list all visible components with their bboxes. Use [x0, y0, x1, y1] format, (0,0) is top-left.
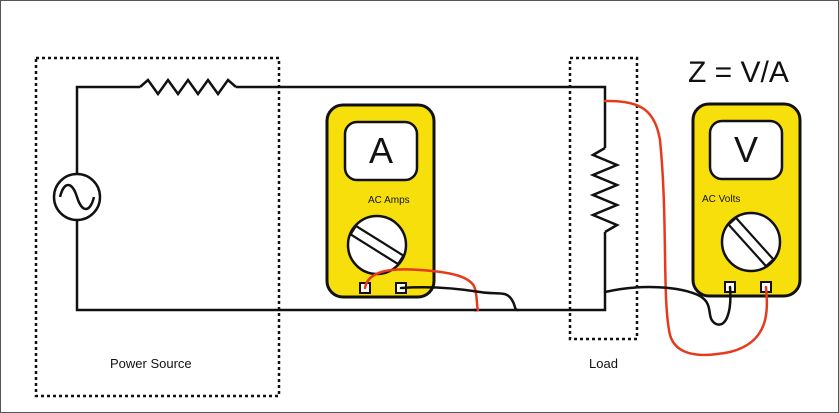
source-resistor	[139, 77, 237, 97]
ammeter-dial-label: AC Amps	[368, 195, 410, 206]
power-source-label: Power Source	[110, 356, 192, 371]
voltmeter-display-text: V	[734, 129, 758, 170]
ammeter-red-lead	[363, 268, 480, 312]
load-resistor	[589, 146, 621, 234]
voltmeter-dial-label: AC Volts	[702, 194, 740, 205]
voltmeter-display	[708, 119, 784, 181]
load-label: Load	[589, 356, 618, 371]
voltmeter-red-lead	[603, 99, 769, 357]
ammeter: A AC Amps	[325, 103, 436, 299]
impedance-formula: Z = V/A	[688, 56, 789, 89]
voltmeter: V AC Volts	[691, 102, 802, 298]
ammeter-dial-pointer	[349, 224, 405, 266]
wire-bottom-left	[75, 218, 478, 312]
wire-left-top	[75, 85, 140, 176]
ammeter-black-lead	[399, 285, 520, 312]
ammeter-display	[343, 120, 419, 182]
wire-top	[236, 85, 607, 148]
voltmeter-dial-pointer	[726, 216, 776, 268]
sine-wave-icon	[58, 183, 96, 211]
probe-leads	[363, 99, 769, 357]
ammeter-display-text: A	[369, 130, 393, 171]
power-source-box	[34, 56, 281, 398]
voltmeter-black-lead	[603, 285, 732, 326]
